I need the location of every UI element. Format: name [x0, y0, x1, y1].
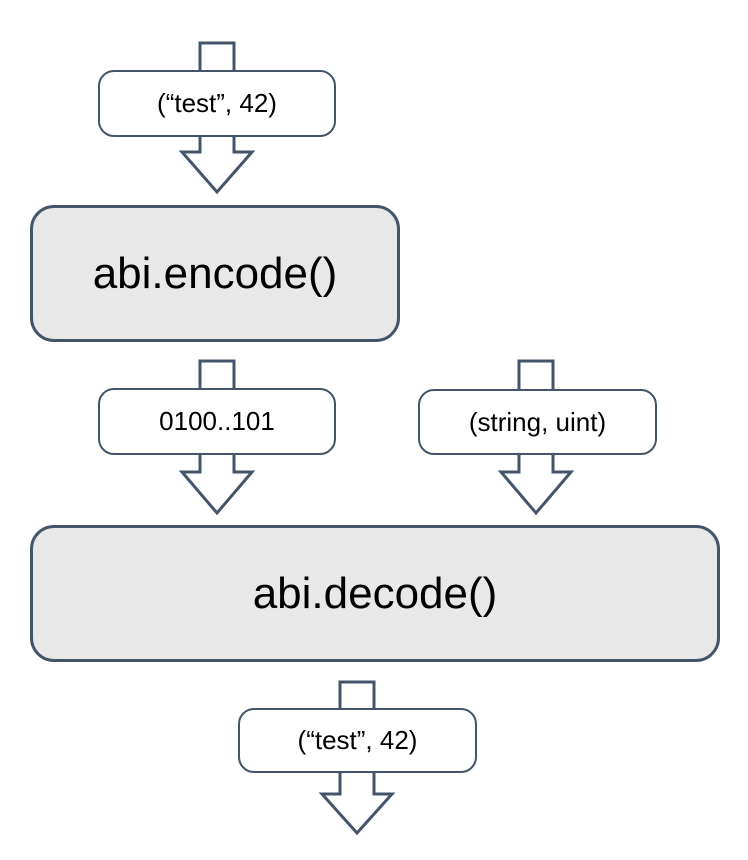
node-output-tuple: (“test”, 42): [238, 708, 477, 773]
node-output-tuple-label: (“test”, 42): [297, 725, 418, 755]
node-encoded-bytes-label: 0100..101: [159, 406, 275, 436]
node-type-signature: (string, uint): [418, 389, 657, 455]
node-abi-encode-label: abi.encode(): [92, 248, 338, 298]
node-abi-decode: abi.decode(): [30, 525, 720, 662]
node-type-signature-label: (string, uint): [468, 406, 607, 437]
node-abi-encode: abi.encode(): [30, 205, 400, 342]
node-input-tuple: (“test”, 42): [98, 70, 336, 137]
node-encoded-bytes: 0100..101: [98, 388, 336, 455]
node-abi-decode-label: abi.decode(): [252, 568, 498, 618]
node-input-tuple-label: (“test”, 42): [157, 88, 277, 118]
